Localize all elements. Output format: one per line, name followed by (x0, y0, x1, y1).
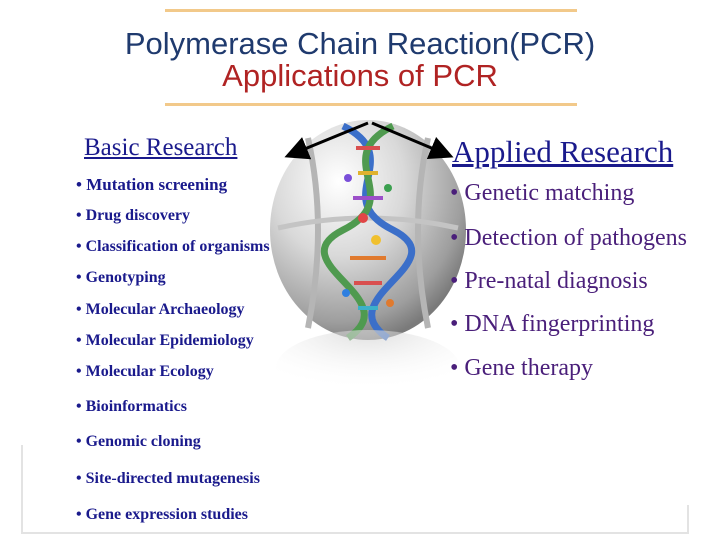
page-title: Polymerase Chain Reaction(PCR) (124, 26, 596, 61)
list-item: • Molecular Ecology (76, 363, 214, 380)
list-item: • Molecular Epidemiology (76, 332, 254, 349)
applied-research-heading: Applied Research (452, 134, 674, 169)
list-item: • Gene expression studies (76, 506, 248, 523)
branch-arrows (284, 121, 454, 160)
page-subtitle: Applications of PCR (222, 58, 498, 93)
basic-research-heading: Basic Research (84, 134, 238, 161)
list-item: • Site-directed mutagenesis (76, 470, 260, 487)
bottom-rule (165, 103, 577, 106)
dna-sphere-image (270, 120, 466, 406)
list-item: • Drug discovery (76, 207, 191, 224)
list-item: • DNA fingerprinting (450, 311, 655, 337)
list-item: • Pre-natal diagnosis (450, 268, 648, 294)
list-item: • Bioinformatics (76, 398, 187, 415)
list-item: • Genotyping (76, 269, 166, 286)
list-item: • Mutation screening (76, 175, 228, 194)
list-item: • Gene therapy (450, 355, 594, 381)
applied-research-list: • Genetic matching • Detection of pathog… (450, 0, 720, 540)
decorative-frame (21, 445, 689, 534)
list-item: • Detection of pathogens (450, 225, 687, 251)
list-item: • Molecular Archaeology (76, 301, 245, 318)
list-item: • Genomic cloning (76, 433, 201, 450)
list-item: • Genetic matching (450, 180, 635, 206)
list-item: • Classification of organisms (76, 238, 270, 255)
top-rule (165, 9, 577, 12)
